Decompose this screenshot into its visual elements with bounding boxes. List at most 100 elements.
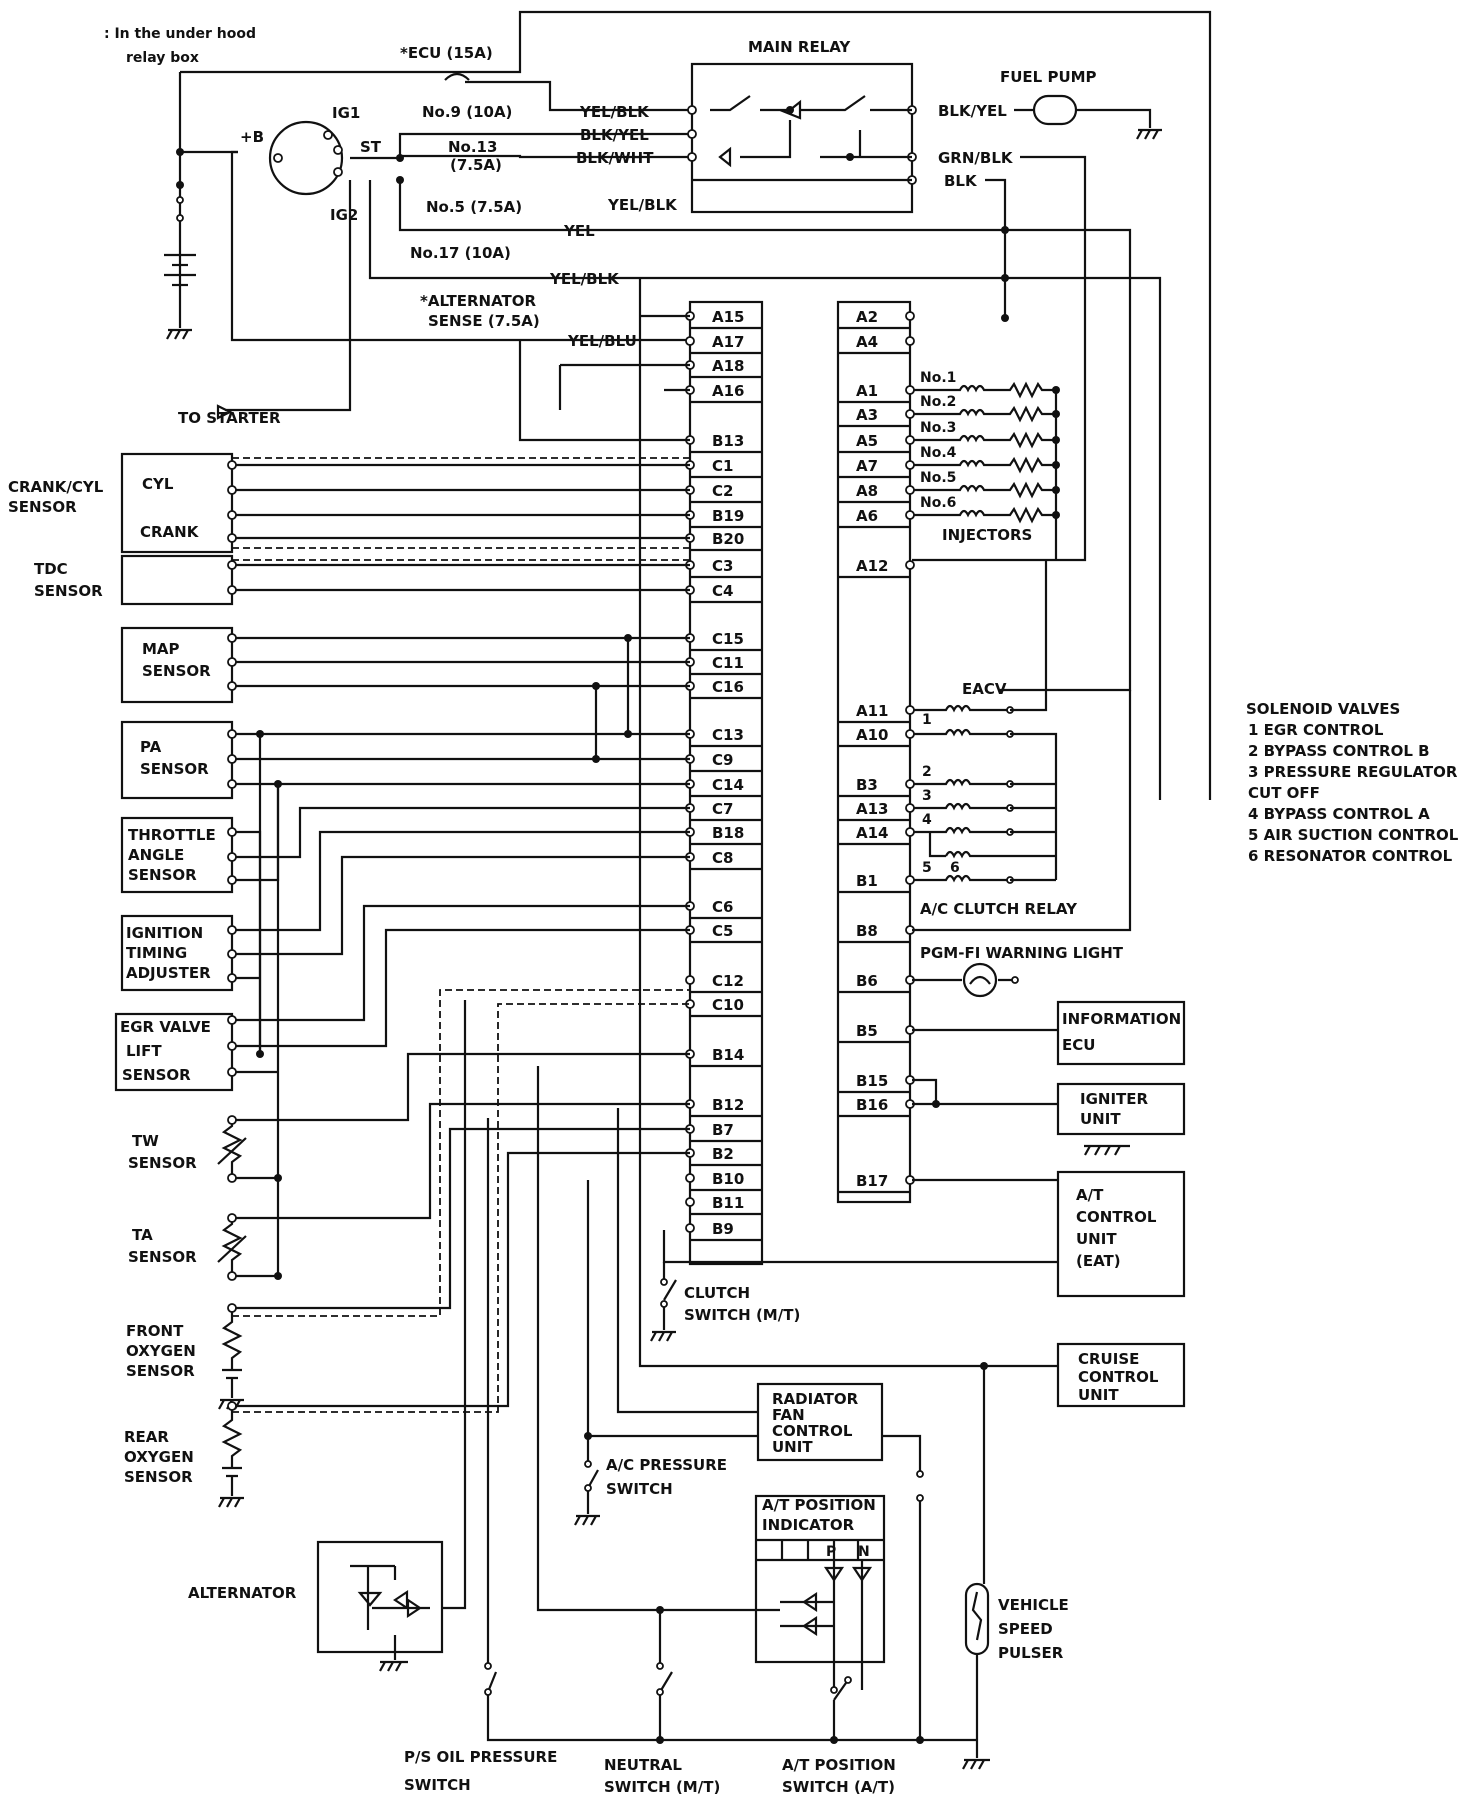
ps-switch-label: P/S OIL PRESSURE <box>404 1748 557 1766</box>
sensor-wire <box>232 1127 690 1408</box>
ecu-pin-c10: C10 <box>712 996 744 1014</box>
sensor-terminal <box>227 1401 237 1411</box>
pin-terminal <box>905 729 915 739</box>
tps-label-2: ANGLE <box>128 846 184 864</box>
ig2-label: IG2 <box>330 206 358 224</box>
wire-yel-blk-3: YEL/BLK <box>549 270 620 288</box>
junction-dot <box>274 1272 282 1280</box>
wire-yel: YEL <box>563 222 595 240</box>
sensor-terminal <box>227 657 237 667</box>
sensor-terminal <box>227 560 237 570</box>
ignition-switch <box>268 120 344 196</box>
junction-dot <box>592 755 600 763</box>
wire-grn-blk: GRN/BLK <box>938 149 1014 167</box>
ground-symbol <box>218 1496 244 1508</box>
atpi-label-2: INDICATOR <box>762 1516 855 1534</box>
junction-dot <box>256 730 264 738</box>
ecu-pin-b5: B5 <box>856 1022 878 1040</box>
pin-terminal <box>905 409 915 419</box>
sensor-terminal <box>227 925 237 935</box>
shield-wire <box>232 457 690 549</box>
fuse-alt-sense: *ALTERNATOR <box>420 292 537 310</box>
oxygen-sensor-symbol <box>221 1308 243 1398</box>
information-ecu-label-2: ECU <box>1062 1036 1095 1054</box>
pin-terminal <box>905 560 915 570</box>
sensor-terminal <box>227 949 237 959</box>
sensor-wire <box>232 1052 690 1278</box>
ecu-pin-c9: C9 <box>712 751 733 769</box>
ecu-pin-a3: A3 <box>856 406 878 424</box>
power-section: : In the under hood relay box IG1 +B ST … <box>104 10 1212 800</box>
sensor-terminal <box>227 460 237 470</box>
ecu-pin-c11: C11 <box>712 654 744 672</box>
ecu-pin-a10: A10 <box>856 726 888 744</box>
sensor-terminal <box>227 1115 237 1125</box>
main-relay-box <box>690 62 914 214</box>
ig1-label: IG1 <box>332 104 360 122</box>
ecu-pin-a6: A6 <box>856 507 878 525</box>
sensor-terminal <box>227 875 237 885</box>
sensor-wire <box>232 784 690 1054</box>
sensor-terminal <box>227 1213 237 1223</box>
ecu-pin-a7: A7 <box>856 457 878 475</box>
sensor-wires <box>217 278 690 1508</box>
at-position-switch-label: A/T POSITION <box>782 1756 896 1774</box>
valve-number-6: 6 <box>950 860 960 876</box>
solenoid-coil <box>914 728 1010 737</box>
pin-terminal <box>905 460 915 470</box>
pin-terminal <box>685 1223 695 1233</box>
to-starter-label: TO STARTER <box>178 409 281 427</box>
ecu-pin-a17: A17 <box>712 333 744 351</box>
pin-terminal <box>905 510 915 520</box>
tw-label: TW <box>132 1132 159 1150</box>
thermistor-symbol <box>217 1120 247 1178</box>
front-o2-label-2: OXYGEN <box>126 1342 196 1360</box>
ecu-pin-c15: C15 <box>712 630 744 648</box>
pin-terminal <box>905 875 915 885</box>
ground-symbol <box>1084 1144 1130 1156</box>
rad-label-3: CONTROL <box>772 1422 853 1440</box>
vsp-label: VEHICLE <box>998 1596 1069 1614</box>
ecu-pin-a14: A14 <box>856 824 888 842</box>
solenoid-legend: SOLENOID VALVES 1 EGR CONTROL 2 BYPASS C… <box>1246 700 1459 865</box>
junction-dot <box>624 634 632 642</box>
wire-blk-yel-right: BLK/YEL <box>938 102 1007 120</box>
sensor-wire <box>258 734 280 1276</box>
injector-label-2: No.2 <box>920 394 956 410</box>
ecu-pin-c13: C13 <box>712 726 744 744</box>
crank-cyl-sensor-box <box>120 452 234 554</box>
injector-coil-5 <box>914 481 1056 499</box>
ecu-pin-b17: B17 <box>856 1172 888 1190</box>
wire-blk-yel: BLK/YEL <box>580 126 649 144</box>
pin-terminal <box>685 1197 695 1207</box>
injector-coil-1 <box>914 381 1056 399</box>
ecu-pin-c5: C5 <box>712 922 733 940</box>
sensor-terminal <box>227 779 237 789</box>
sensor-terminal <box>227 533 237 543</box>
legend-item-2: 2 BYPASS CONTROL B <box>1248 742 1430 760</box>
cyl-label: CYL <box>142 475 174 493</box>
pin-terminal <box>905 485 915 495</box>
igniter-unit-box <box>1056 1082 1186 1136</box>
ecu-pin-a5: A5 <box>856 432 878 450</box>
ecu-pin-c8: C8 <box>712 849 733 867</box>
solenoid-coil <box>914 704 1010 713</box>
injector-label-6: No.6 <box>920 495 956 511</box>
sensor-terminal <box>227 1041 237 1051</box>
ecu-left-block <box>688 300 764 1266</box>
neutral-switch-label: NEUTRAL <box>604 1756 682 1774</box>
at-control-label: A/T <box>1076 1186 1104 1204</box>
ecu-pin-b2: B2 <box>712 1145 734 1163</box>
ac-clutch-relay-label: A/C CLUTCH RELAY <box>920 900 1078 918</box>
tdc-label-2: SENSOR <box>34 582 103 600</box>
front-o2-label-3: SENSOR <box>126 1362 195 1380</box>
injector-coil-3 <box>914 431 1056 449</box>
ecu-pin-a8: A8 <box>856 482 878 500</box>
n-label: N <box>858 1544 870 1560</box>
ecu-pin-a13: A13 <box>856 800 888 818</box>
sensor-terminal <box>227 485 237 495</box>
at-control-label-3: UNIT <box>1076 1230 1117 1248</box>
ecu-pin-c1: C1 <box>712 457 733 475</box>
